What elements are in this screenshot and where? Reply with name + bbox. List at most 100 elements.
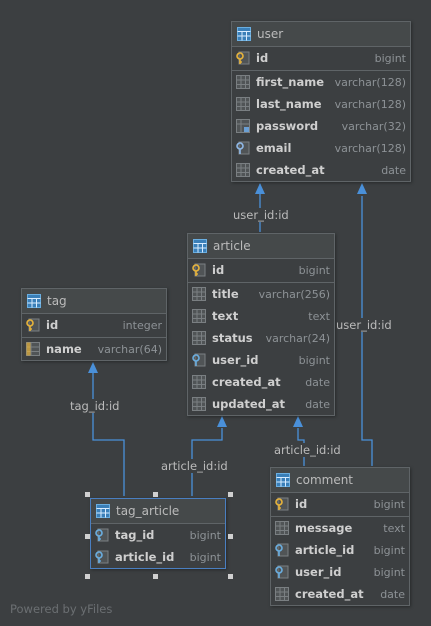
table-header[interactable]: article <box>188 234 334 259</box>
column-row[interactable]: first_name varchar(128) <box>232 71 410 93</box>
column-type: varchar(64) <box>97 342 162 356</box>
column-name: user_id <box>295 565 342 579</box>
selection-handle[interactable] <box>228 574 233 579</box>
column-row[interactable]: name varchar(64) <box>22 338 166 360</box>
selection-handle[interactable] <box>85 574 90 579</box>
table-icon <box>237 27 251 41</box>
table-title: tag_article <box>116 504 180 518</box>
column-type: bigint <box>189 528 221 542</box>
column-row-pk[interactable]: tag_id bigint <box>91 524 225 546</box>
arrow-tag-article-article <box>217 416 227 427</box>
column-type: varchar(32) <box>341 119 406 133</box>
table-tag-article[interactable]: tag_article tag_id bigint article_id big… <box>90 498 226 569</box>
column-row[interactable]: password varchar(32) <box>232 115 410 137</box>
edge-label-article-user: user_id:id <box>232 208 290 222</box>
column-type: varchar(128) <box>334 75 406 89</box>
selection-handle[interactable] <box>153 492 158 497</box>
edge-label-comment-user: user_id:id <box>335 318 393 332</box>
column-row-pk[interactable]: id bigint <box>271 493 409 515</box>
table-comment[interactable]: comment id bigint message text article_i… <box>270 467 410 606</box>
column-name: created_at <box>256 163 325 177</box>
table-icon <box>193 239 207 253</box>
column-name: status <box>212 331 253 345</box>
primary-foreign-key-icon <box>95 550 109 564</box>
table-title: article <box>213 239 251 253</box>
column-type: bigint <box>373 543 405 557</box>
edge-tag-article-tag[interactable] <box>92 372 125 496</box>
column-row[interactable]: updated_at date <box>188 393 334 415</box>
table-icon <box>27 294 41 308</box>
column-name: article_id <box>295 543 355 557</box>
column-name: text <box>212 309 239 323</box>
table-header[interactable]: tag <box>22 289 166 314</box>
table-title: tag <box>47 294 67 308</box>
column-row-pk[interactable]: id bigint <box>188 259 334 281</box>
column-icon <box>236 163 250 177</box>
edge-label-comment-article: article_id:id <box>273 443 342 457</box>
divider <box>271 516 409 517</box>
column-row[interactable]: created_at date <box>271 583 409 605</box>
column-icon <box>275 587 289 601</box>
column-icon <box>192 309 206 323</box>
edge-label-tag-article-article: article_id:id <box>160 459 229 473</box>
column-type: varchar(256) <box>258 287 330 301</box>
edge-label-tag-article-tag: tag_id:id <box>69 399 121 413</box>
column-row[interactable]: user_id bigint <box>271 561 409 583</box>
column-row[interactable]: email varchar(128) <box>232 137 410 159</box>
column-name: id <box>46 318 59 332</box>
column-type: varchar(128) <box>334 141 406 155</box>
column-row-pk[interactable]: id integer <box>22 314 166 336</box>
column-row[interactable]: last_name varchar(128) <box>232 93 410 115</box>
column-name: tag_id <box>115 528 155 542</box>
column-type: bigint <box>374 51 406 65</box>
column-row-pk[interactable]: article_id bigint <box>91 546 225 568</box>
column-row[interactable]: created_at date <box>188 371 334 393</box>
table-header[interactable]: user <box>232 22 410 47</box>
foreign-key-icon <box>275 543 289 557</box>
foreign-key-icon <box>275 565 289 579</box>
column-type: date <box>381 163 406 177</box>
column-name: user_id <box>212 353 259 367</box>
column-row[interactable]: user_id bigint <box>188 349 334 371</box>
column-icon <box>236 97 250 111</box>
arrow-comment-user <box>357 183 367 194</box>
column-type: integer <box>122 318 162 332</box>
index-column-icon <box>236 119 250 133</box>
column-name: updated_at <box>212 397 285 411</box>
unique-key-icon <box>236 141 250 155</box>
primary-foreign-key-icon <box>95 528 109 542</box>
column-name: created_at <box>295 587 364 601</box>
column-row[interactable]: title varchar(256) <box>188 283 334 305</box>
table-header[interactable]: comment <box>271 468 409 493</box>
table-header[interactable]: tag_article <box>91 499 225 524</box>
table-user[interactable]: user id bigint first_name varchar(128) l… <box>231 21 411 182</box>
table-icon <box>276 473 290 487</box>
column-icon <box>192 397 206 411</box>
selection-handle[interactable] <box>153 574 158 579</box>
selection-handle[interactable] <box>228 534 233 539</box>
column-row[interactable]: message text <box>271 517 409 539</box>
column-name: message <box>295 521 353 535</box>
column-row[interactable]: created_at date <box>232 159 410 181</box>
divider <box>188 282 334 283</box>
column-icon <box>192 331 206 345</box>
column-name: last_name <box>256 97 322 111</box>
table-tag[interactable]: tag id integer name varchar(64) <box>21 288 167 361</box>
column-name: id <box>256 51 269 65</box>
primary-key-icon <box>275 497 289 511</box>
column-type: date <box>380 587 405 601</box>
column-type: varchar(24) <box>265 331 330 345</box>
table-article[interactable]: article id bigint title varchar(256) tex… <box>187 233 335 416</box>
selection-handle[interactable] <box>85 492 90 497</box>
unique-column-icon <box>26 342 40 356</box>
selection-handle[interactable] <box>228 492 233 497</box>
column-row[interactable]: text text <box>188 305 334 327</box>
selection-handle[interactable] <box>85 534 90 539</box>
column-type: bigint <box>298 263 330 277</box>
column-icon <box>192 287 206 301</box>
column-row[interactable]: status varchar(24) <box>188 327 334 349</box>
powered-by-footer: Powered by yFiles <box>10 602 113 616</box>
column-row-pk[interactable]: id bigint <box>232 47 410 69</box>
column-type: date <box>305 375 330 389</box>
column-row[interactable]: article_id bigint <box>271 539 409 561</box>
